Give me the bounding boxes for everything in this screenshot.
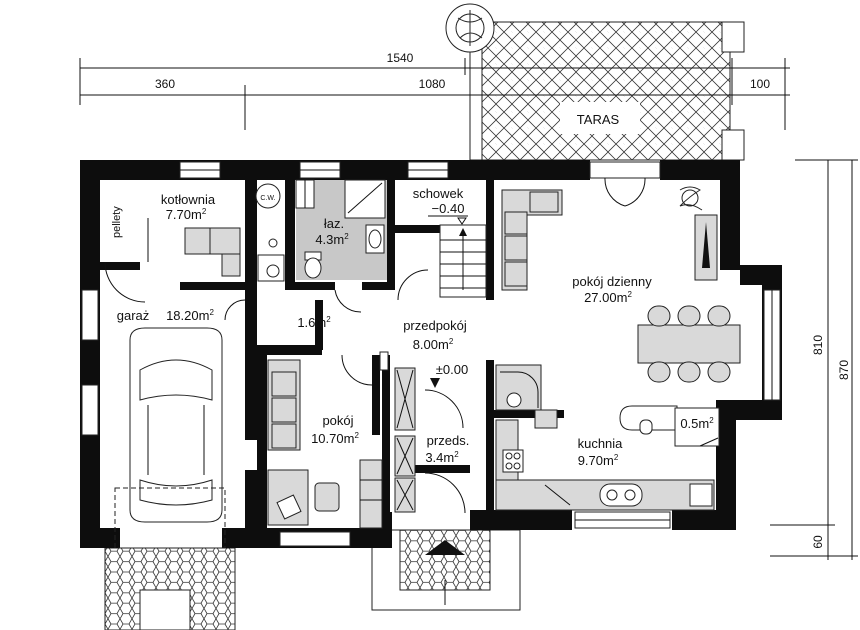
label-garaz: garaż bbox=[117, 308, 150, 323]
area-garaz: 18.20m2 bbox=[166, 308, 214, 323]
area-pokoj: 10.70m2 bbox=[311, 431, 359, 446]
dim-right-width: 100 bbox=[750, 77, 770, 91]
kitchen bbox=[495, 364, 720, 511]
dim-left-width: 360 bbox=[155, 77, 175, 91]
garage bbox=[104, 261, 246, 549]
label-przeds: przeds. bbox=[427, 433, 470, 448]
room-labels: kotłownia 7.70m2 pellety łaz. 4.3m2 scho… bbox=[111, 186, 714, 468]
area-korytarz: 1.6m2 bbox=[297, 315, 331, 330]
label-laz: łaz. bbox=[324, 216, 344, 231]
area-przeds: 3.4m2 bbox=[425, 450, 459, 465]
plant-icon-2 bbox=[679, 186, 703, 211]
living-room bbox=[501, 186, 741, 383]
sofa-icon-2 bbox=[267, 359, 301, 451]
hall bbox=[379, 351, 466, 514]
area-przedpokoj: 8.00m2 bbox=[413, 337, 454, 352]
area-kuchnia: 9.70m2 bbox=[578, 453, 619, 468]
windows bbox=[81, 161, 781, 547]
kitchen-sink-icon bbox=[599, 483, 643, 507]
terrace-label: TARAS bbox=[577, 112, 620, 127]
label-pokoj-dzienny: pokój dzienny bbox=[572, 274, 652, 289]
area-pokoj-dzienny: 27.00m2 bbox=[584, 290, 632, 305]
area-spizarnia: 0.5m2 bbox=[680, 416, 714, 431]
label-przedpokoj: przedpokój bbox=[403, 318, 467, 333]
dining-table-icon bbox=[637, 305, 741, 383]
level-przedpokoj: ±0.00 bbox=[436, 362, 468, 377]
label-kotlownia: kotłownia bbox=[161, 192, 216, 207]
entrance-arrow-icon bbox=[425, 540, 465, 555]
bathroom bbox=[295, 179, 386, 313]
sink-icon bbox=[365, 224, 385, 254]
car-icon bbox=[129, 327, 223, 523]
dim-height-total: 870 bbox=[837, 360, 851, 380]
level-schowek: −0.40 bbox=[432, 201, 465, 216]
label-kuchnia: kuchnia bbox=[578, 436, 624, 451]
toilet-icon bbox=[304, 251, 322, 279]
terrace: TARAS bbox=[445, 3, 745, 161]
area-laz: 4.3m2 bbox=[315, 232, 349, 247]
water-heater-icon bbox=[255, 183, 281, 209]
dim-total-width: 1540 bbox=[387, 51, 414, 65]
plant-icon bbox=[445, 3, 495, 53]
dim-height-bottom: 60 bbox=[811, 535, 825, 549]
staircase bbox=[397, 224, 487, 301]
dim-height-inner: 810 bbox=[811, 335, 825, 355]
label-pokoj: pokój bbox=[322, 413, 353, 428]
label-pellety: pellety bbox=[111, 206, 123, 238]
area-kotlownia: 7.70m2 bbox=[166, 207, 207, 222]
label-schowek: schowek bbox=[413, 186, 464, 201]
bedroom bbox=[267, 354, 383, 529]
water-heater-label: C.W. bbox=[260, 195, 275, 202]
dimension-lines: 1540 360 1080 100 810 870 60 bbox=[79, 51, 858, 560]
sofa-icon bbox=[501, 189, 563, 291]
boiler-room: C.W. bbox=[147, 183, 285, 282]
dim-main-width: 1080 bbox=[419, 77, 446, 91]
